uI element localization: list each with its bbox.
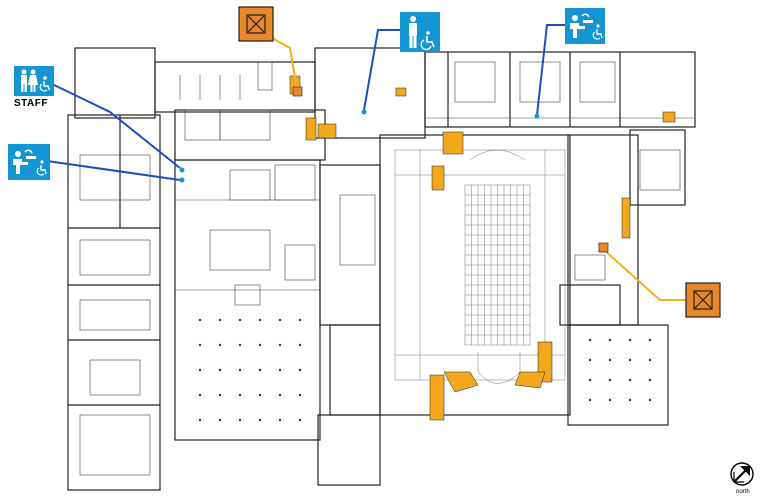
elevator-callout-line-north [271,37,298,91]
elevator-icon [685,282,721,318]
callout-anchors [179,109,540,183]
fountain-callout-line-west [39,159,181,181]
column-grid [198,318,652,422]
elevator-callout-line-east [603,249,686,301]
drinking-fountain-accessible-icon [565,8,605,44]
atrium-tile-grid [394,149,566,384]
interior-partitions [79,61,695,476]
elevator-marker [292,86,609,253]
highlighted-areas [289,75,676,421]
staff-restroom-callout-line [51,83,181,169]
restroom-callout-line [363,29,400,111]
north-arrow-icon [730,462,754,486]
building-walls [67,47,696,491]
fountain-callout-line-north [536,24,565,116]
staff-label: STAFF [14,98,48,109]
restroom-accessible-icon [400,12,440,52]
staff-restroom-icon [14,66,54,96]
north-label: north [736,489,750,495]
callout-lines [39,24,686,301]
drinking-fountain-accessible-icon [8,144,50,180]
elevator-icon [238,6,274,42]
